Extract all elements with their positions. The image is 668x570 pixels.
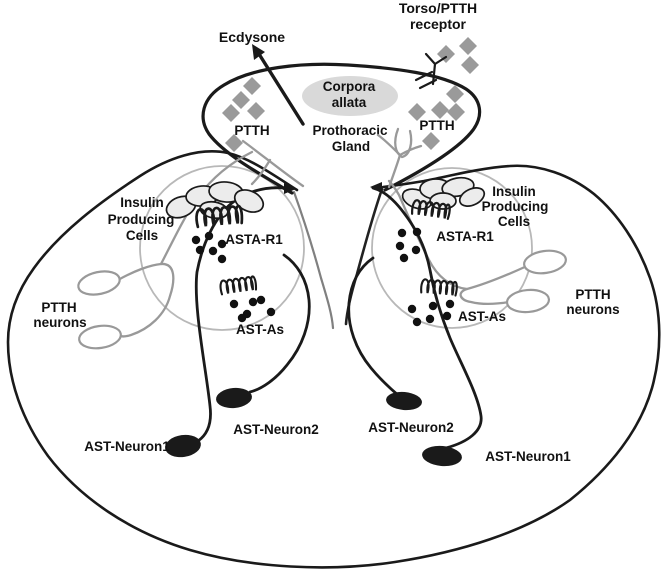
left-asta-r1-peptide-dots bbox=[191, 231, 227, 264]
corpora-allata-label-line2: allata bbox=[332, 95, 367, 110]
left-ast-neuron2-axon bbox=[248, 253, 311, 394]
ecdysone-arrowhead-icon bbox=[252, 44, 265, 60]
right-hemisphere-circle bbox=[371, 167, 533, 329]
left-ptth-neuron-soma-2 bbox=[78, 324, 122, 350]
ptth-molecule-diamonds bbox=[222, 37, 479, 152]
right-ast-neuron2-axon bbox=[347, 256, 401, 398]
left-asta-r1-label: ASTA-R1 bbox=[225, 232, 283, 247]
ptth-molecule-icon bbox=[232, 91, 250, 109]
left-ptth-neurons-label-line1: PTTH bbox=[41, 300, 76, 315]
right-asta-r1-peptide-dots bbox=[395, 227, 422, 263]
left-insulin-label-line2: Producing bbox=[108, 212, 175, 227]
corpora-allata-label-line1: Corpora bbox=[323, 79, 376, 94]
right-asta-r1-label: ASTA-R1 bbox=[436, 229, 494, 244]
ptth-molecule-icon bbox=[222, 104, 240, 122]
right-ast-axons bbox=[347, 182, 483, 450]
prothoracic-gland-outline bbox=[201, 62, 482, 195]
insulin-cell-icon bbox=[458, 187, 486, 207]
brain-outline bbox=[6, 150, 661, 569]
right-ast-neuron1-soma bbox=[422, 445, 462, 467]
right-axon-arrowhead-icon bbox=[370, 182, 382, 193]
insulin-cell-icon bbox=[233, 189, 265, 213]
ptth-molecule-icon bbox=[247, 102, 265, 120]
left-ast-as-peptide-dots bbox=[229, 295, 276, 323]
left-axon-arrowhead-icon bbox=[284, 183, 296, 194]
right-ast-as-label: AST-As bbox=[458, 309, 506, 324]
ptth-molecule-icon bbox=[459, 37, 477, 55]
ptth-molecule-icon bbox=[437, 45, 455, 63]
membrane-tick-icon bbox=[414, 70, 434, 82]
left-ptth-terminal-twig bbox=[250, 158, 272, 186]
left-ast-neuron1-label: AST-Neuron1 bbox=[84, 439, 170, 454]
ptth-molecule-icon bbox=[446, 85, 464, 103]
left-ast-neuron2-label: AST-Neuron2 bbox=[233, 422, 319, 437]
right-ptth-neurons-label-line1: PTTH bbox=[575, 287, 610, 302]
ptth-molecule-icon bbox=[243, 77, 261, 95]
ecdysone-arrow-shaft bbox=[257, 52, 305, 126]
ptth-molecule-icon bbox=[422, 132, 440, 150]
ptth-label-right: PTTH bbox=[419, 118, 454, 133]
right-ast-as-receptor-coil-icon bbox=[419, 277, 459, 297]
prothoracic-gland-label-line1: Prothoracic bbox=[312, 123, 388, 138]
right-ast-neuron2-label: AST-Neuron2 bbox=[368, 420, 454, 435]
left-ptth-soma-connector bbox=[116, 262, 175, 338]
left-ptth-terminal-branch bbox=[241, 139, 305, 188]
left-insulin-label-line3: Cells bbox=[126, 228, 158, 243]
right-insulin-label-line1: Insulin bbox=[492, 184, 536, 199]
right-ptth-soma-connector bbox=[459, 264, 529, 306]
prothoracic-gland-region: Corpora allata Prothoracic Gland PTTH PT… bbox=[201, 37, 482, 195]
left-ptth-neurons-label-line2: neurons bbox=[33, 315, 86, 330]
left-asta-r1-receptor-coil-icon bbox=[194, 204, 244, 229]
right-ptth-neuron-soma-1 bbox=[523, 249, 567, 275]
ptth-molecule-icon bbox=[408, 103, 426, 121]
right-ast-neuron2-soma bbox=[386, 391, 422, 411]
ptth-label-left: PTTH bbox=[234, 123, 269, 138]
left-insulin-producing-cells bbox=[165, 181, 265, 220]
left-hemisphere-circle bbox=[139, 165, 305, 331]
ptth-molecule-icon bbox=[431, 101, 449, 119]
left-ast-neuron2-soma bbox=[216, 387, 252, 409]
right-medial-stalk-line bbox=[344, 187, 384, 326]
right-ptth-neurons-label-line2: neurons bbox=[566, 302, 619, 317]
right-ptth-terminal-twig bbox=[394, 127, 413, 159]
left-ast-as-label: AST-As bbox=[236, 322, 284, 337]
right-insulin-producing-cells bbox=[401, 176, 486, 210]
right-insulin-label-line3: Cells bbox=[498, 214, 530, 229]
right-ptth-neuron-wiring bbox=[376, 127, 567, 314]
ecdysone-arrow bbox=[252, 44, 305, 126]
left-ast-neuron1-soma bbox=[165, 434, 201, 458]
ecdysone-label: Ecdysone bbox=[219, 29, 285, 45]
corpora-allata-body bbox=[302, 76, 398, 116]
prothoracic-gland-label-line2: Gland bbox=[332, 139, 370, 154]
right-ptth-neuron-soma-2 bbox=[505, 288, 551, 314]
torso-receptor-icon bbox=[414, 52, 448, 90]
ptth-molecule-icon bbox=[225, 134, 243, 152]
left-insulin-label-line1: Insulin bbox=[120, 195, 164, 210]
right-ast-neuron1-axon bbox=[371, 186, 483, 450]
torso-receptor-label-line1: Torso/PTTH bbox=[399, 0, 477, 16]
left-medial-stalk-line bbox=[292, 190, 335, 330]
ptth-molecule-icon bbox=[447, 103, 465, 121]
left-ptth-neuron-soma-1 bbox=[77, 270, 121, 296]
right-ast-neuron1-label: AST-Neuron1 bbox=[485, 449, 571, 464]
left-ptth-neuron-wiring bbox=[77, 139, 305, 350]
receptor-fork-icon bbox=[424, 52, 448, 86]
right-insulin-label-line2: Producing bbox=[482, 199, 549, 214]
ptth-molecule-icon bbox=[461, 56, 479, 74]
right-ptth-terminal-branch bbox=[376, 133, 423, 189]
right-ast-as-peptide-dots bbox=[407, 299, 455, 327]
torso-receptor-label-line2: receptor bbox=[410, 16, 467, 32]
left-ast-as-receptor-coil-icon bbox=[218, 275, 258, 296]
